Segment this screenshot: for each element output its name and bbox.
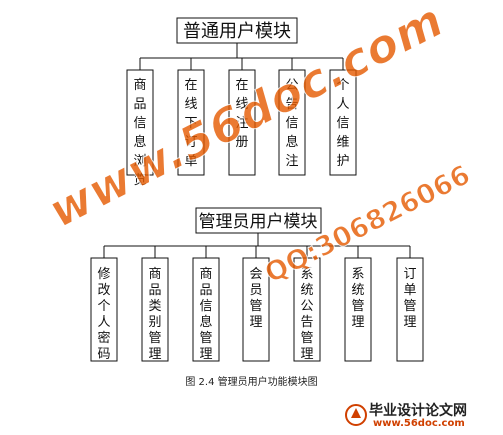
- root-label-admin: 管理员用户模块: [199, 212, 318, 232]
- logo-title: 毕业设计论文网: [369, 403, 467, 419]
- user-node-label-2: 在线注册: [235, 78, 248, 150]
- node-product-manage: [192, 257, 220, 362]
- node-notice-info: [278, 69, 306, 176]
- node-change-password: [90, 257, 118, 362]
- site-logo: 毕业设计论文网 www.56doc.com: [345, 400, 500, 433]
- root-node-user: [176, 17, 298, 44]
- node-product-browse: [126, 69, 154, 176]
- user-node-label-0: 商品信息浏览: [133, 78, 146, 188]
- connectors-user: [139, 43, 344, 70]
- admin-node-label-0: 修改个人密码: [97, 267, 110, 362]
- node-member-manage: [242, 257, 270, 362]
- node-online-order: [177, 69, 205, 176]
- node-notice-manage: [293, 257, 321, 362]
- node-system-manage: [344, 257, 372, 362]
- user-node-label-1: 在线下订单: [184, 78, 197, 169]
- admin-node-label-5: 系统管理: [351, 267, 364, 330]
- connectors-admin: [103, 233, 411, 258]
- node-category-manage: [141, 257, 169, 362]
- node-order-manage: [396, 257, 424, 362]
- logo-url: www.56doc.com: [373, 418, 465, 429]
- admin-node-label-2: 商品信息管理: [199, 267, 212, 362]
- admin-node-label-3: 会员管理: [249, 267, 262, 330]
- figure-caption: 图 2.4 管理员用户功能模块图: [185, 377, 318, 388]
- node-personal-info: [329, 69, 357, 176]
- admin-node-label-4: 系统公告管理: [300, 267, 313, 362]
- logo-mark-icon: [345, 404, 367, 426]
- module-diagram: 普通用户模块 商品信息浏览 在线下订单 在线注册 公告信息注 个人信维护 管理员用户模块…: [90, 17, 424, 362]
- admin-node-label-1: 商品类别管理: [148, 267, 161, 362]
- user-node-label-3: 公告信息注: [285, 78, 298, 169]
- root-label-user: 普通用户模块: [183, 21, 291, 42]
- admin-node-label-6: 订单管理: [403, 267, 416, 330]
- user-node-label-4: 个人信维护: [336, 78, 349, 169]
- node-online-register: [228, 69, 256, 176]
- root-node-admin: [195, 207, 322, 234]
